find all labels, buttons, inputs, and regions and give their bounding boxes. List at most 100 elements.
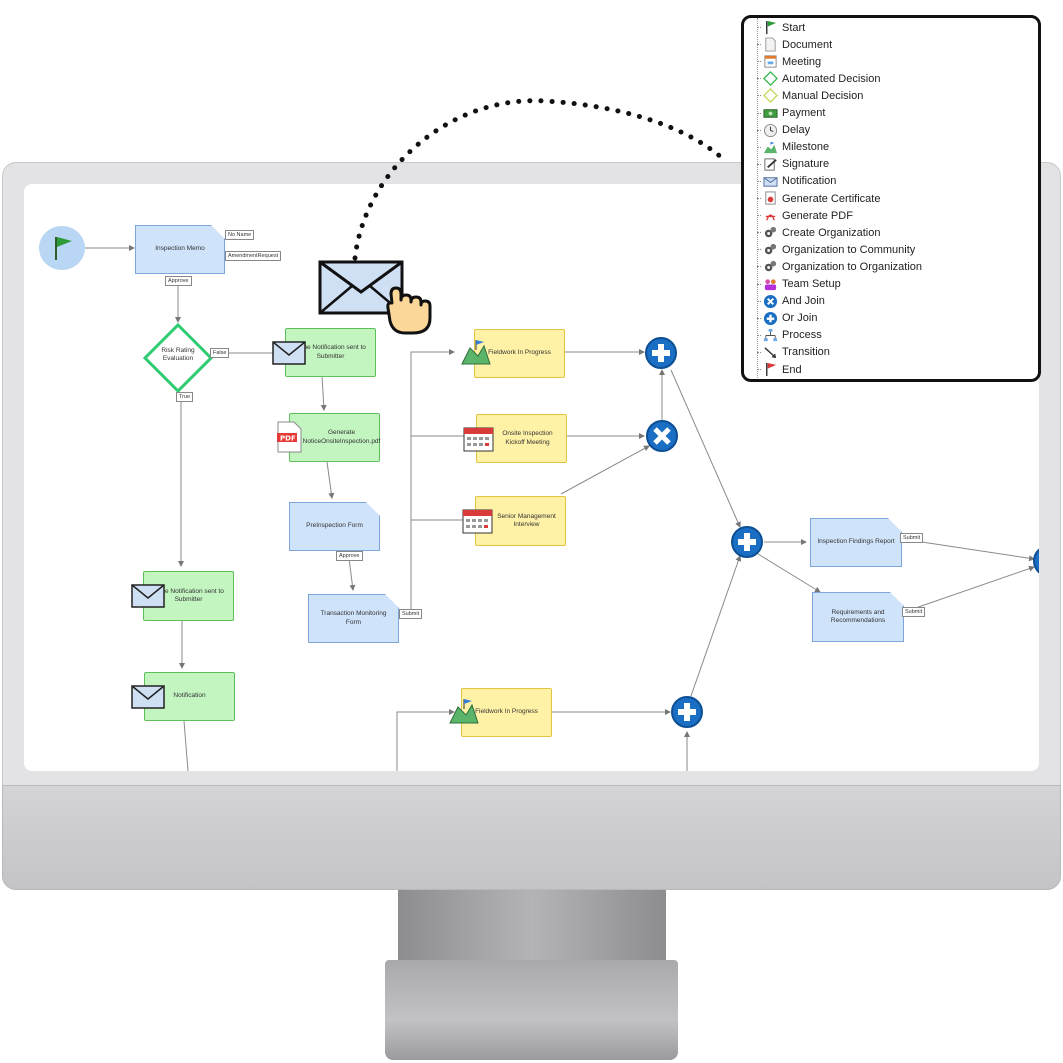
edge-label-false: False bbox=[210, 348, 230, 358]
gears-icon bbox=[764, 244, 777, 255]
palette-item-label: Organization to Organization bbox=[782, 260, 923, 273]
palette-item[interactable]: Generate Certificate bbox=[757, 190, 880, 207]
palette-item[interactable]: Generate PDF bbox=[757, 207, 853, 224]
palette-item-label: Generate PDF bbox=[782, 209, 853, 222]
palette-item[interactable]: Signature bbox=[757, 156, 829, 173]
start-flag-icon bbox=[766, 20, 777, 35]
manual-decision-icon bbox=[763, 88, 778, 104]
svg-text:PDF: PDF bbox=[280, 435, 296, 443]
or-join-icon[interactable] bbox=[1032, 544, 1039, 578]
milestone-icon bbox=[449, 699, 479, 724]
envelope-icon bbox=[131, 685, 165, 709]
node-generate-notice-pdf[interactable]: Generate NoticeOnsiteInspection.pdf bbox=[289, 413, 380, 462]
palette-item-label: Meeting bbox=[782, 55, 822, 68]
palette-item-label: Or Join bbox=[782, 312, 818, 325]
palette-item[interactable]: Process bbox=[757, 327, 822, 344]
palette-item-label: Milestone bbox=[782, 141, 830, 154]
or-join-icon[interactable] bbox=[644, 336, 678, 370]
palette-item[interactable]: End bbox=[757, 361, 802, 378]
connector-lines bbox=[62, 245, 1035, 771]
node-fieldwork-bottom[interactable]: Fieldwork In Progress bbox=[461, 688, 552, 737]
edge-label-amendment: AmendmentRequest bbox=[225, 251, 282, 261]
hand-cursor-icon bbox=[386, 286, 432, 335]
palette-item-label: Generate Certificate bbox=[782, 192, 881, 205]
palette-item-label: Document bbox=[782, 38, 833, 51]
gears-icon bbox=[764, 227, 777, 238]
palette-item-label: Signature bbox=[782, 158, 830, 171]
palette-item[interactable]: Organization to Organization bbox=[757, 258, 922, 275]
calendar-icon bbox=[462, 509, 493, 534]
document-icon bbox=[765, 37, 776, 52]
palette-item[interactable]: Organization to Community bbox=[757, 241, 915, 258]
start-node[interactable] bbox=[39, 226, 85, 270]
or-join-icon[interactable] bbox=[670, 695, 704, 729]
palette-item[interactable]: Document bbox=[757, 36, 832, 53]
palette-item[interactable]: Automated Decision bbox=[757, 70, 880, 87]
pdf-icon: PDF bbox=[277, 421, 302, 453]
or-join-icon[interactable] bbox=[730, 525, 764, 559]
palette-item-label: And Join bbox=[782, 295, 825, 308]
palette-item[interactable]: Delay bbox=[757, 122, 810, 139]
delay-icon bbox=[763, 123, 778, 137]
palette-item[interactable]: Manual Decision bbox=[757, 87, 863, 104]
monitor-stand-base bbox=[385, 960, 678, 1060]
edge-label-submit-2: Submit bbox=[900, 533, 924, 543]
node-inspection-memo[interactable]: Inspection Memo bbox=[135, 225, 225, 274]
calendar-icon bbox=[463, 427, 494, 452]
palette-item-label: Process bbox=[782, 329, 822, 342]
gears-icon bbox=[764, 261, 777, 272]
pdf-icon bbox=[765, 214, 776, 221]
palette-item-label: Team Setup bbox=[782, 278, 841, 290]
payment-icon bbox=[763, 108, 778, 118]
node-findings-report[interactable]: Inspection Findings Report bbox=[810, 518, 902, 567]
node-preinspection-form[interactable]: PreInspection Form bbox=[289, 502, 380, 551]
and-join-icon bbox=[763, 294, 778, 308]
milestone-icon bbox=[763, 141, 778, 153]
palette-item[interactable]: Create Organization bbox=[757, 224, 880, 241]
milestone-icon bbox=[461, 340, 491, 365]
palette-item[interactable]: Payment bbox=[757, 105, 825, 122]
palette-item-label: Create Organization bbox=[782, 226, 881, 239]
automated-decision-icon bbox=[763, 71, 778, 87]
monitor-stand-neck bbox=[398, 890, 666, 962]
node-risk-rating: Risk Rating Evaluation bbox=[161, 347, 195, 363]
transition-icon bbox=[764, 347, 777, 359]
edge-label-approve: Approve bbox=[165, 276, 192, 286]
team-icon bbox=[764, 278, 777, 290]
palette-item-label: Automated Decision bbox=[782, 72, 881, 85]
palette-item-label: Transition bbox=[782, 346, 830, 359]
node-inline-notification-top[interactable]: Inline Notification sent to Submitter bbox=[285, 328, 376, 377]
palette-item-label: Notification bbox=[782, 175, 837, 188]
and-join-icon[interactable] bbox=[645, 419, 679, 453]
edge-label-true: True bbox=[176, 392, 194, 402]
node-requirements[interactable]: Requirements and Recommendations bbox=[812, 592, 904, 642]
node-transaction-monitoring[interactable]: Transaction Monitoring Form bbox=[308, 594, 399, 643]
meeting-icon bbox=[764, 55, 777, 68]
decision-diamond[interactable] bbox=[142, 322, 214, 394]
palette-item[interactable]: Team Setup bbox=[757, 276, 841, 293]
end-flag-icon bbox=[766, 362, 777, 377]
palette-item[interactable]: Milestone bbox=[757, 139, 829, 156]
palette-item[interactable]: Or Join bbox=[757, 310, 817, 327]
palette-item[interactable]: Meeting bbox=[757, 53, 821, 70]
palette-item-label: Organization to Community bbox=[782, 243, 916, 256]
palette-item[interactable]: Transition bbox=[757, 344, 830, 361]
palette-item-label: End bbox=[782, 363, 802, 376]
edge-label-approve-2: Approve bbox=[336, 551, 363, 561]
certificate-icon bbox=[765, 191, 776, 205]
palette-item-label: Payment bbox=[782, 107, 826, 119]
palette-item[interactable]: Notification bbox=[757, 173, 836, 190]
signature-icon bbox=[764, 158, 777, 171]
envelope-icon bbox=[131, 584, 165, 608]
palette-item[interactable]: Start bbox=[757, 19, 805, 36]
or-join-icon bbox=[763, 311, 778, 325]
notification-icon bbox=[763, 177, 778, 187]
edge-label-submit-3: Submit bbox=[902, 607, 926, 617]
palette-item[interactable]: And Join bbox=[757, 293, 825, 310]
palette-item-label: Manual Decision bbox=[782, 89, 864, 102]
palette-item-label: Start bbox=[782, 21, 806, 34]
edge-label-no-name: No Name bbox=[225, 230, 255, 240]
node-notification[interactable]: Notification bbox=[144, 672, 235, 721]
